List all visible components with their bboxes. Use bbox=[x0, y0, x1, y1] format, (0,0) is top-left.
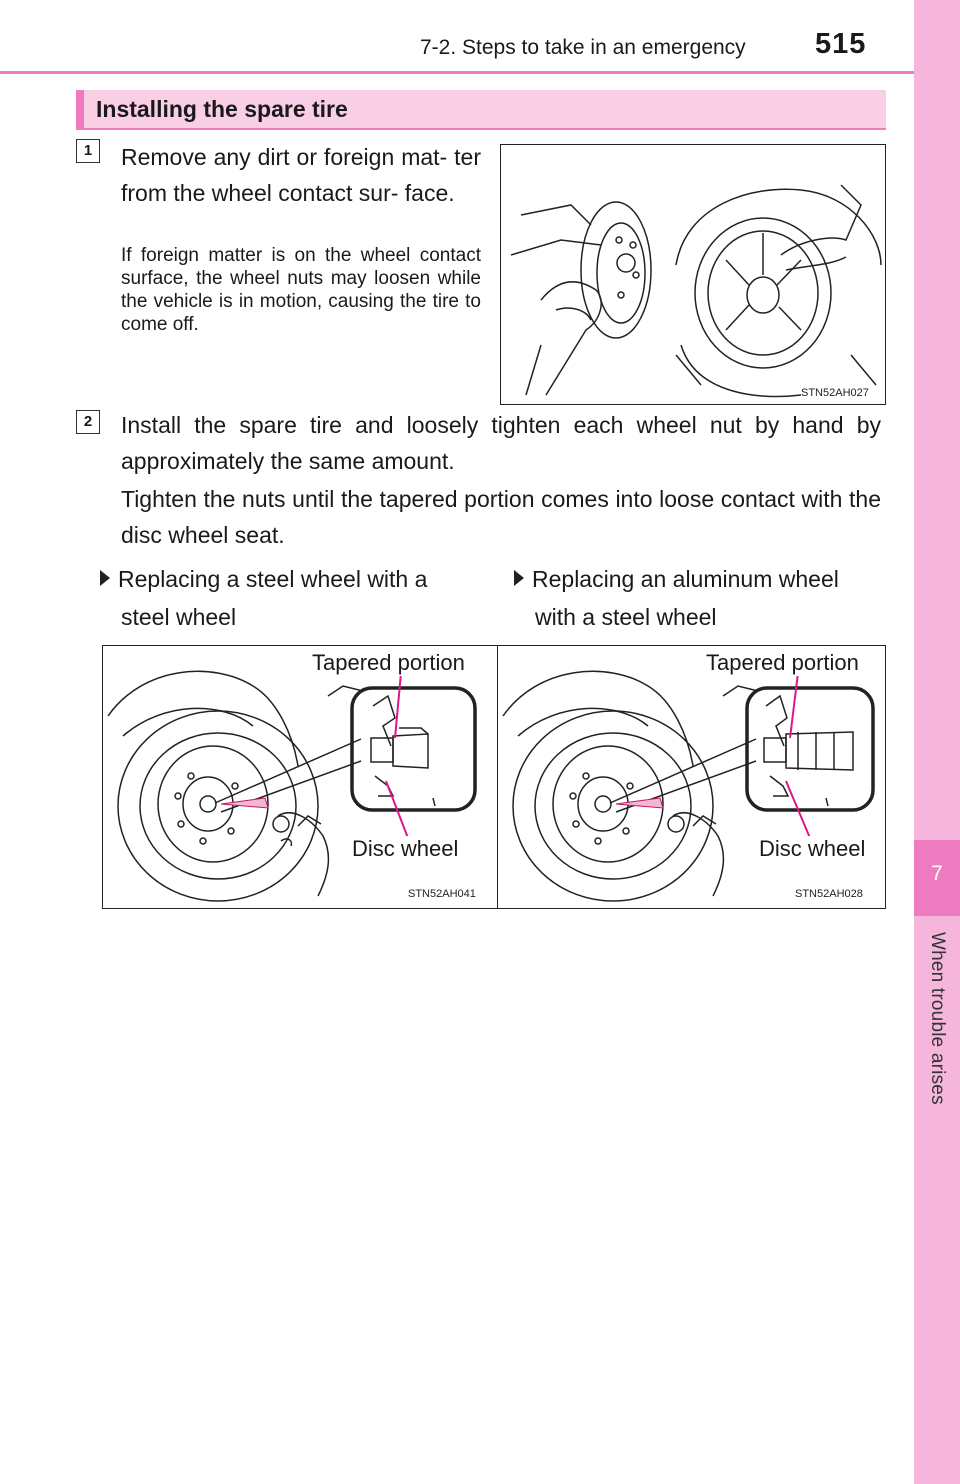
step-2-subtext: Tighten the nuts until the tapered porti… bbox=[121, 486, 881, 548]
section-heading-underline bbox=[76, 128, 886, 130]
step-1-note: If foreign matter is on the wheel contac… bbox=[121, 245, 481, 335]
figure-steel-to-steel: STN52AH041 bbox=[102, 645, 499, 909]
callout-disc-wheel-1: Disc wheel bbox=[352, 836, 459, 862]
section-heading-bar bbox=[76, 90, 886, 128]
page-number: 515 bbox=[815, 28, 867, 60]
step-2-text: Install the spare tire and loosely tight… bbox=[121, 412, 881, 474]
aluminum-wheel-illustration: STN52AH028 bbox=[502, 670, 875, 902]
step-1-badge: 1 bbox=[76, 139, 100, 163]
header-rule bbox=[0, 71, 914, 74]
figure-code-2: STN52AH041 bbox=[408, 888, 476, 900]
chapter-title: When trouble arises bbox=[914, 932, 960, 1142]
step-1-text: Remove any dirt or foreign mat- ter from… bbox=[121, 144, 481, 206]
chapter-number-box bbox=[914, 840, 960, 916]
chapter-tab bbox=[914, 0, 960, 1484]
case-2-title: Replacing an aluminum wheel with a steel… bbox=[514, 560, 894, 636]
figure-clean-wheel: STN52AH027 bbox=[500, 144, 886, 405]
callout-tapered-portion-1: Tapered portion bbox=[312, 650, 465, 676]
chapter-number: 7 bbox=[931, 862, 943, 885]
clean-wheel-illustration: STN52AH027 bbox=[510, 184, 882, 399]
steel-wheel-illustration: STN52AH041 bbox=[107, 670, 477, 902]
bullet-triangle-icon bbox=[100, 570, 110, 586]
figure-code-1: STN52AH027 bbox=[801, 387, 869, 399]
figure-code-3: STN52AH028 bbox=[795, 888, 863, 900]
header-section-title: 7-2. Steps to take in an emergency bbox=[420, 36, 746, 59]
step-2-badge: 2 bbox=[76, 410, 100, 434]
figure-aluminum-to-steel: STN52AH028 bbox=[497, 645, 886, 909]
bullet-triangle-icon bbox=[514, 570, 524, 586]
section-title: Installing the spare tire bbox=[96, 96, 348, 122]
callout-disc-wheel-2: Disc wheel bbox=[759, 836, 866, 862]
chapter-title-text: When trouble arises bbox=[927, 932, 948, 1105]
case-1-title: Replacing a steel wheel with a steel whe… bbox=[100, 560, 480, 636]
callout-tapered-portion-2: Tapered portion bbox=[706, 650, 859, 676]
